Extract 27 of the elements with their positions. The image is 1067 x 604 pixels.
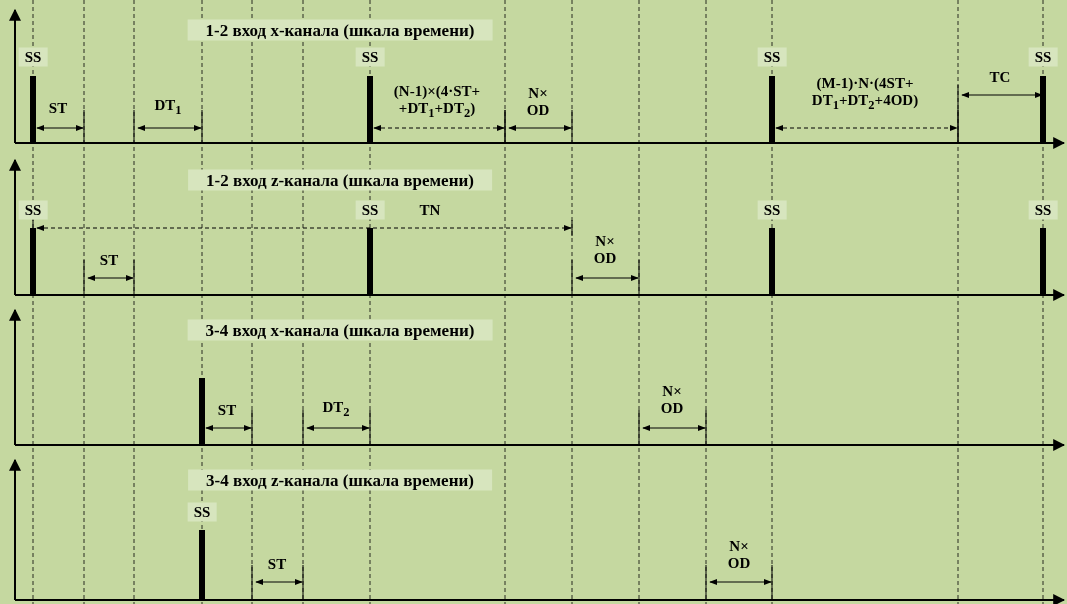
interval-label: N× OD: [592, 233, 618, 267]
pulse-label: SS: [757, 200, 787, 220]
interval-label: TN: [419, 201, 441, 219]
panel-title: 3-4 вход x-канала (шкала времени): [187, 319, 493, 341]
interval-label: N× OD: [659, 383, 685, 417]
interval-label: (M-1)·N·(4ST+ DT$_{1}$+DT$_{2}$+4OD): [810, 74, 920, 114]
pulse-label: SS: [1028, 47, 1058, 67]
interval-label: ST: [99, 251, 119, 269]
pulse-label: SS: [187, 502, 217, 522]
interval-label: ST: [217, 401, 237, 419]
interval-label: (N-1)×(4·ST+ +DT$_{1}$+DT$_{2}$): [392, 82, 482, 122]
pulse-label: SS: [757, 47, 787, 67]
panel-title: 3-4 вход z-канала (шкала времени): [188, 469, 492, 491]
panel-title: 1-2 вход z-канала (шкала времени): [188, 169, 492, 191]
interval-label: TC: [989, 68, 1011, 86]
pulse-label: SS: [355, 200, 385, 220]
interval-label: ST: [267, 555, 287, 573]
interval-label: ST: [48, 99, 68, 117]
interval-label: N× OD: [726, 538, 752, 572]
panel-title: 1-2 вход x-канала (шкала времени): [187, 19, 493, 41]
pulse-label: SS: [1028, 200, 1058, 220]
pulse-label: SS: [18, 200, 48, 220]
pulse-label: SS: [18, 47, 48, 67]
interval-label: DT$_{1}$: [154, 97, 182, 119]
interval-label: DT$_{2}$: [322, 399, 350, 421]
pulse-label: SS: [355, 47, 385, 67]
interval-label: N× OD: [525, 85, 551, 119]
